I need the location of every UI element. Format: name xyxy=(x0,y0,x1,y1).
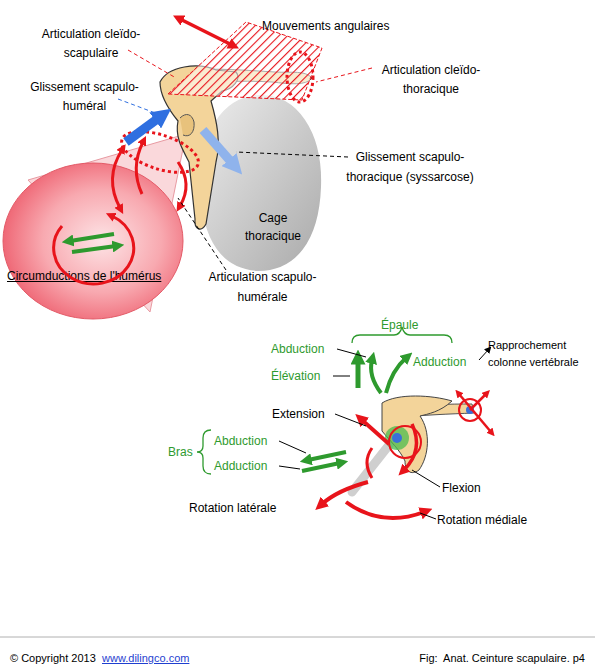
scapula xyxy=(160,66,238,229)
movement-label: Adduction xyxy=(413,354,493,370)
humerus-arc-arrow xyxy=(367,448,372,478)
clavicle xyxy=(392,404,474,418)
leader-line xyxy=(236,152,348,157)
humerus xyxy=(352,440,393,492)
humerus-arc-arrow xyxy=(112,150,122,208)
note-label: Rapprochement colonne vertébrale xyxy=(488,337,594,371)
movement-label: Rotation médiale xyxy=(437,512,567,528)
group-label: Épaule xyxy=(381,317,441,333)
figure-caption: Fig: Anat. Ceinture scapulaire. p4 xyxy=(419,651,585,665)
joint-highlight xyxy=(466,406,474,414)
glenoid-cavity xyxy=(180,115,194,136)
abduction-arrow xyxy=(308,452,346,460)
scapula xyxy=(382,396,452,473)
joint-highlight xyxy=(392,433,402,443)
leader-line xyxy=(178,198,226,270)
circumduction-outline xyxy=(3,163,183,319)
group-label: Bras xyxy=(168,444,208,460)
glide-label: Glissement scapulo-huméral xyxy=(22,78,147,116)
movement-label: Mouvements angulaires xyxy=(262,18,432,34)
flexion-arrow xyxy=(404,424,417,470)
joint-label: Articulation cleïdo-thoracique xyxy=(372,61,490,99)
leader-line xyxy=(279,441,306,453)
leader-line xyxy=(337,349,366,357)
movement-label: Extension xyxy=(272,406,352,422)
movement-label: Élévation xyxy=(271,368,351,384)
adduction-arrow xyxy=(302,463,340,471)
leader-line xyxy=(420,513,436,519)
humerus-arc-arrow xyxy=(178,162,186,206)
humerus-arc-arrow xyxy=(136,142,143,194)
leader-line xyxy=(316,68,372,82)
thorax-outline xyxy=(199,94,322,272)
movement-label: Rotation latérale xyxy=(189,500,309,516)
pointer-arrow xyxy=(479,349,489,360)
footer-rule xyxy=(0,637,595,638)
movement-label: Adduction xyxy=(214,458,294,474)
joint-ring xyxy=(389,426,421,458)
cleido-thoracic-ring xyxy=(287,52,313,102)
leader-line xyxy=(412,470,440,487)
clavicle-arrow xyxy=(470,394,486,410)
bracket xyxy=(197,430,211,474)
angular-arrow xyxy=(180,19,232,45)
rotation-arrow xyxy=(72,246,116,252)
extension-arrow xyxy=(362,420,389,444)
joint-label: Articulation scapulo-humérale xyxy=(195,267,330,307)
leader-line xyxy=(279,466,300,469)
leader-line xyxy=(333,376,350,377)
leader-line xyxy=(118,99,166,117)
lateral-rotation-arrow xyxy=(322,482,368,504)
clavicle xyxy=(168,69,312,86)
angular-movement-zone xyxy=(168,22,322,100)
movement-label: Flexion xyxy=(442,480,522,496)
medial-rotation-arrow xyxy=(346,502,424,518)
rotation-arrow xyxy=(70,234,114,241)
shape-outline xyxy=(2,162,184,320)
scapulo-humeral-ring xyxy=(117,123,204,180)
website-link: www.dilingco.com xyxy=(102,651,212,665)
clavicle-arrow xyxy=(459,394,491,432)
elevation-arrow xyxy=(356,360,361,388)
shape-text: Cage thoracique xyxy=(238,209,308,245)
adduction-arrow xyxy=(386,358,406,393)
joint-highlight xyxy=(385,426,409,450)
copyright-note: © Copyright 2013 xyxy=(10,651,105,665)
joint-label: Articulation cleïdo-scapulaire xyxy=(35,25,147,63)
shape-text: Circumductions de l'humérus xyxy=(7,268,187,284)
abduction-arrow xyxy=(371,360,381,393)
shape-outline xyxy=(196,92,324,274)
glide-label: Glissement scapulo-thoracique (syssarcos… xyxy=(345,147,475,187)
scapulo-humeral-glide-arrow xyxy=(126,117,160,142)
joint-ring xyxy=(459,399,481,421)
scapulo-thoracic-glide-arrow xyxy=(203,130,233,164)
leader-line xyxy=(128,50,176,78)
leader-line xyxy=(335,414,366,426)
thorax-shape: Cage thoracique xyxy=(196,92,324,274)
circumduction-arrow xyxy=(54,216,134,284)
movement-label: Abduction xyxy=(271,341,351,357)
circumduction-base: Circumductions de l'humérus xyxy=(2,162,184,320)
movement-label: Abduction xyxy=(214,433,294,449)
